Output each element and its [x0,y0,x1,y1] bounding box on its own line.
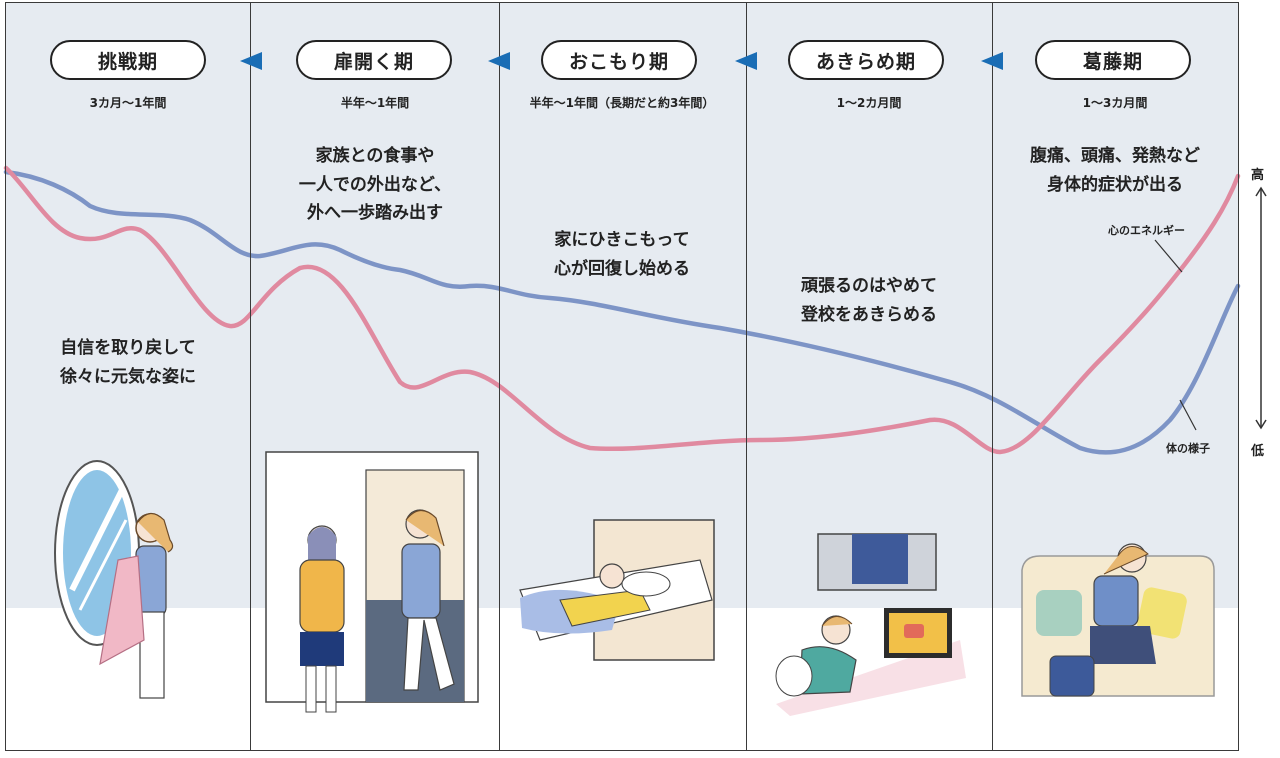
bed-girl-illustration [519,519,715,661]
phase-duration: 半年〜1年間（長期だと約3年間） [529,96,715,110]
mirror-girl-illustration [54,460,174,699]
phase-description: 家族との食事や一人での外出など、外へ一歩踏み出す [298,146,452,224]
phase-withdrawal-label: おこもり期 [541,40,697,80]
mind-energy-label: 心のエネルギー [1108,224,1185,237]
phase-description: 家にひきこもって心が回復し始める [554,230,690,279]
phase-duration: 1〜3カ月間 [1082,96,1148,110]
axis-low-label: 低 [1251,444,1265,459]
phase-description: 自信を取り戻して徐々に元気な姿に [60,338,196,387]
phase-duration: 3カ月〜1年間 [89,96,167,110]
left-arrow-icon [488,52,510,70]
diagram-frame [5,2,1239,751]
mind-energy-curve [3,165,1241,455]
body-condition-label: 体の様子 [1166,442,1210,455]
tv-girl-illustration [775,533,966,716]
left-arrow-icon [240,52,262,70]
phase-description: 頑張るのはやめて登校をあきらめる [801,276,937,325]
left-arrow-icon [735,52,757,70]
column-divider [746,2,747,751]
column-divider [992,2,993,751]
left-arrow-icon [981,52,1003,70]
diagram-background [5,2,1239,608]
phase-door-open-label: 扉開く期 [296,40,452,80]
door-girls-illustration [265,451,479,713]
phase-challenge-label: 挑戦期 [50,40,206,80]
phase-description: 腹痛、頭痛、発熱など身体的症状が出る [1030,146,1200,195]
body-condition-curve [3,169,1241,455]
column-divider [250,2,251,751]
axis-high-label: 高 [1251,168,1265,183]
sofa-girl-illustration [1021,543,1215,697]
phase-duration: 半年〜1年間 [340,96,410,110]
phase-resignation-label: あきらめ期 [788,40,944,80]
column-divider [499,2,500,751]
phase-duration: 1〜2カ月間 [836,96,902,110]
phase-conflict-label: 葛藤期 [1035,40,1191,80]
